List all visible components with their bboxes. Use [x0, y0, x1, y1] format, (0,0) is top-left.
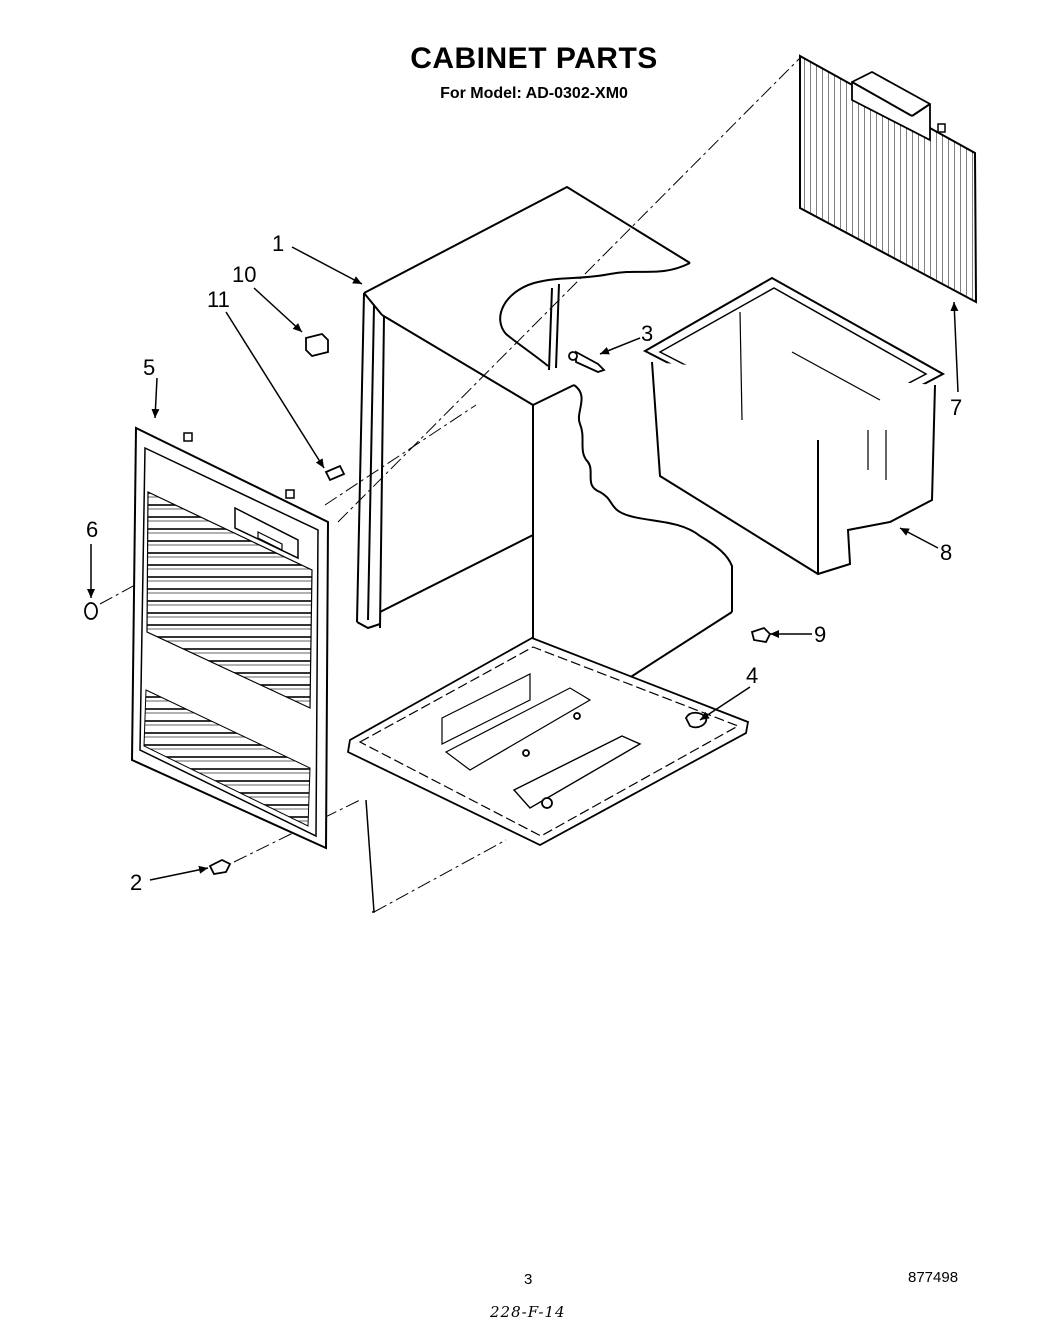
- callout-3: 3: [641, 321, 653, 346]
- callout-6: 6: [86, 517, 98, 542]
- small-parts: [84, 333, 772, 875]
- document-number: 877498: [908, 1269, 959, 1286]
- part-2-screw: [208, 858, 232, 875]
- callout-9: 9: [814, 622, 826, 647]
- callout-1: 1: [272, 231, 284, 256]
- part-9-screw: [750, 626, 772, 643]
- base-pan: [347, 637, 750, 913]
- callout-numbers: 1 2 3 4 5 6 7 8 9 10 11: [86, 231, 962, 895]
- page-number: 3: [524, 1271, 533, 1288]
- cabinet-wrapper: [356, 185, 733, 731]
- part-3-fitting: [575, 350, 606, 373]
- callout-2: 2: [130, 870, 142, 895]
- callout-7: 7: [950, 395, 962, 420]
- part-11-screw: [324, 464, 346, 482]
- rear-grille: [799, 54, 978, 304]
- callout-10: 10: [232, 262, 256, 287]
- model-subtitle: For Model: AD-0302-XM0: [440, 85, 628, 102]
- callout-leaders: [87, 246, 959, 881]
- page-title: CABINET PARTS: [410, 42, 658, 75]
- part-6-knob: [84, 602, 98, 620]
- callout-4: 4: [746, 663, 758, 688]
- callout-8: 8: [940, 540, 952, 565]
- front-panel: [130, 426, 330, 850]
- part-10-cap: [305, 333, 329, 357]
- water-bucket: [642, 276, 946, 576]
- handwritten-note: 228-F-14: [490, 1303, 566, 1321]
- callout-5: 5: [143, 355, 155, 380]
- callout-11: 11: [207, 287, 230, 312]
